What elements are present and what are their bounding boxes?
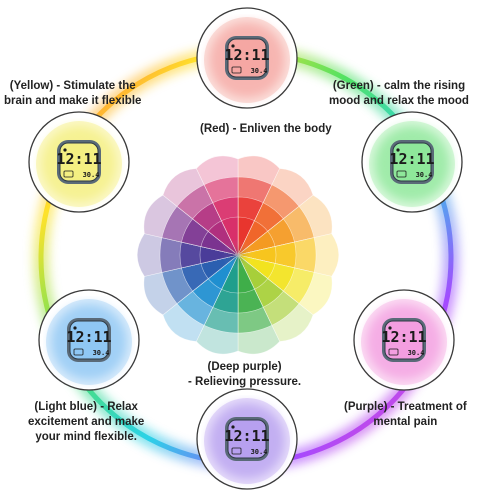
pm-indicator-icon (388, 326, 392, 330)
clock-screen (384, 320, 424, 360)
clock-red: 12:11 30.4 (196, 7, 298, 109)
label-green-line-1: (Green) - calm the rising (332, 80, 466, 92)
pm-indicator-icon (73, 326, 77, 330)
clock-yellow: 12:11 30.4 (28, 111, 130, 213)
pm-indicator-icon (396, 148, 400, 152)
clock-group: 12:1130.412:1130.412:1130.412:1130.412:1… (28, 7, 463, 490)
clock-time: 12:11 (389, 150, 434, 168)
clock-time: 12:11 (381, 328, 426, 346)
clock-screen (227, 38, 267, 78)
alarm-indicator-icon (231, 447, 242, 455)
clock-secondary-reading: 30.4 (416, 171, 433, 179)
label-purple: (Purple) - Treatment of mental pain (344, 400, 467, 430)
label-green: (Green) - calm the rising mood and relax… (329, 79, 469, 109)
clock-screen (227, 419, 267, 459)
label-yellow: (Yellow) - Stimulate the brain and make … (4, 79, 141, 109)
pm-indicator-icon (231, 425, 235, 429)
clock-time: 12:11 (66, 328, 111, 346)
clock-secondary-reading: 30.4 (251, 448, 268, 456)
pm-indicator-icon (63, 148, 67, 152)
color-wheel (136, 155, 340, 355)
clock-screen (392, 142, 432, 182)
clock-secondary-reading: 30.4 (251, 67, 268, 75)
clock-screen (59, 142, 99, 182)
alarm-indicator-icon (231, 66, 242, 74)
clock-deeppurple: 12:11 30.4 (196, 388, 298, 490)
clock-time: 12:11 (224, 46, 269, 64)
label-red: (Red) - Enliven the body (200, 122, 332, 137)
label-green-line-2: mood and relax the mood (329, 95, 469, 107)
label-lightblue-line-2: excitement and make (28, 416, 145, 428)
clock-screen (69, 320, 109, 360)
label-lightblue-line-3: your mind flexible. (35, 431, 137, 443)
alarm-indicator-icon (396, 170, 407, 178)
label-lightblue: (Light blue) - Relax excitement and make… (28, 400, 144, 445)
label-red-line-1: (Red) - Enliven the body (200, 123, 332, 135)
clock-lightblue: 12:11 30.4 (38, 289, 140, 391)
wheel-center-shade (222, 239, 254, 271)
clock-green: 12:11 30.4 (361, 111, 463, 213)
clock-secondary-reading: 30.4 (83, 171, 100, 179)
alarm-indicator-icon (388, 348, 399, 356)
clock-secondary-reading: 30.4 (93, 349, 110, 357)
clock-time: 12:11 (56, 150, 101, 168)
label-lightblue-line-1: (Light blue) - Relax (34, 401, 138, 413)
label-yellow-line-1: (Yellow) - Stimulate the (9, 80, 136, 92)
label-purple-line-2: mental pain (373, 416, 438, 428)
label-deeppurple-line-1: (Deep purple) (207, 361, 282, 373)
clock-purple: 12:11 30.4 (353, 289, 455, 391)
label-yellow-line-2: brain and make it flexible (4, 95, 142, 107)
label-deeppurple-line-2: - Relieving pressure. (188, 376, 302, 388)
clock-secondary-reading: 30.4 (408, 349, 425, 357)
pm-indicator-icon (231, 44, 235, 48)
clock-time: 12:11 (224, 427, 269, 445)
alarm-indicator-icon (63, 170, 74, 178)
label-purple-line-1: (Purple) - Treatment of (344, 401, 467, 413)
alarm-indicator-icon (73, 348, 84, 356)
label-deeppurple: (Deep purple) - Relieving pressure. (188, 360, 301, 390)
